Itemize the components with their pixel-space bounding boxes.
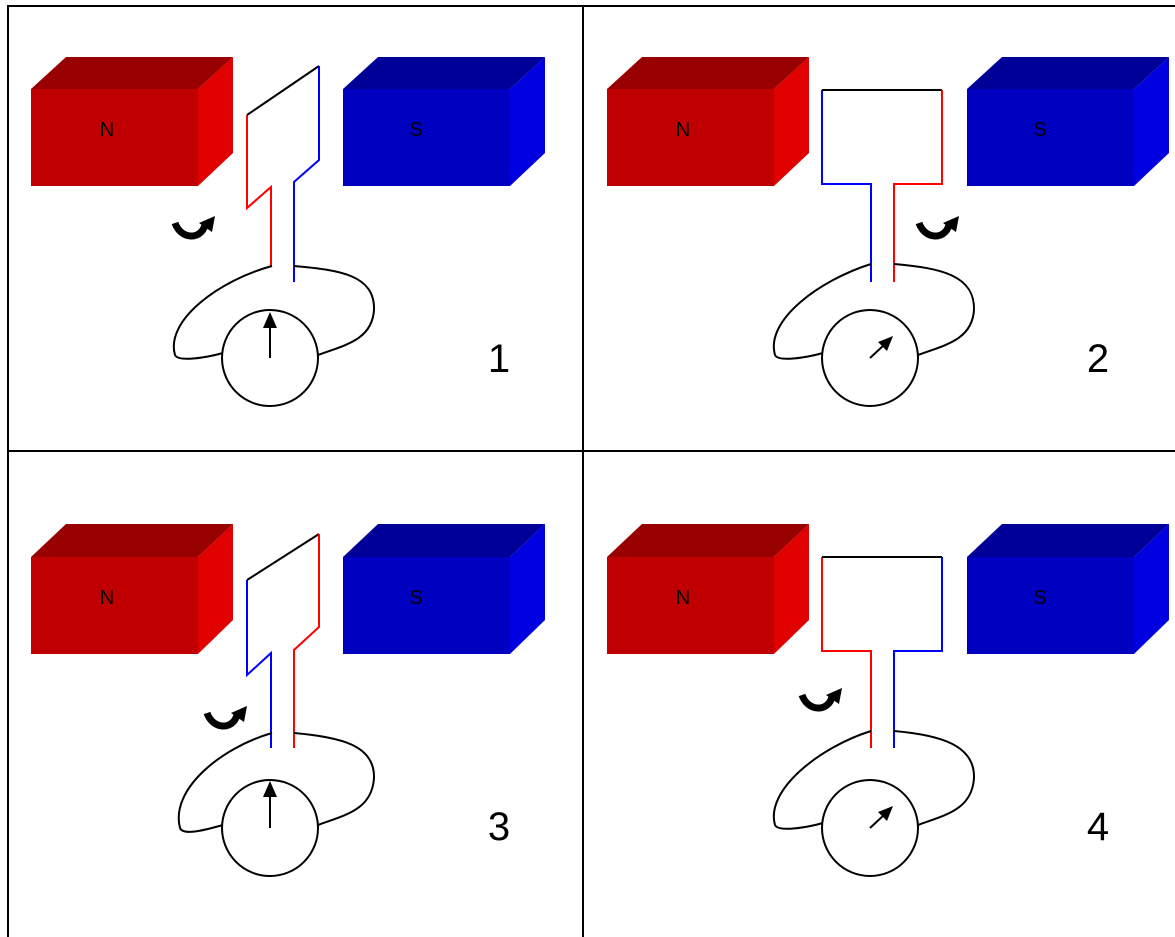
south-magnet: S <box>967 524 1169 654</box>
north-magnet: N <box>607 57 809 186</box>
south-magnet: S <box>343 524 545 654</box>
north-magnet: N <box>607 524 809 654</box>
external-wire <box>177 732 376 833</box>
galvanometer <box>221 779 319 877</box>
external-wire <box>172 265 376 360</box>
south-label: S <box>409 119 422 141</box>
panel-number: 1 <box>488 337 510 381</box>
external-wire <box>772 730 976 830</box>
south-magnet: S <box>343 57 545 186</box>
rotate-arrow-icon <box>802 688 842 708</box>
panel-2: N S 2 <box>607 57 1169 407</box>
south-label: S <box>409 587 422 609</box>
panel-number: 3 <box>488 805 510 849</box>
panel-number: 4 <box>1087 805 1109 849</box>
coil <box>821 89 943 282</box>
panel-number: 2 <box>1087 337 1109 381</box>
panel-4: N S 4 <box>607 524 1169 877</box>
south-magnet: S <box>967 57 1169 186</box>
rotate-arrow-icon <box>919 216 959 236</box>
needle-arrow-icon <box>263 312 277 358</box>
needle-arrow-icon <box>869 806 893 829</box>
coil <box>246 65 320 282</box>
rotate-arrow-icon <box>175 216 215 236</box>
galvanometer <box>221 309 319 407</box>
south-label: S <box>1033 587 1046 609</box>
north-label: N <box>100 119 114 141</box>
coil <box>821 556 943 748</box>
needle-arrow-icon <box>263 781 277 828</box>
external-wire <box>772 263 976 360</box>
needle-arrow-icon <box>869 336 893 359</box>
rotate-arrow-icon <box>207 706 247 726</box>
north-magnet: N <box>31 524 233 654</box>
galvanometer <box>821 779 919 877</box>
panel-3: N S 3 <box>31 524 545 877</box>
galvanometer <box>821 309 919 407</box>
north-label: N <box>676 119 690 141</box>
panel-grid <box>7 5 1175 937</box>
north-label: N <box>676 587 690 609</box>
panel-1: N S 1 <box>31 57 545 407</box>
coil <box>246 533 320 748</box>
north-label: N <box>100 587 114 609</box>
north-magnet: N <box>31 57 233 186</box>
south-label: S <box>1033 119 1046 141</box>
